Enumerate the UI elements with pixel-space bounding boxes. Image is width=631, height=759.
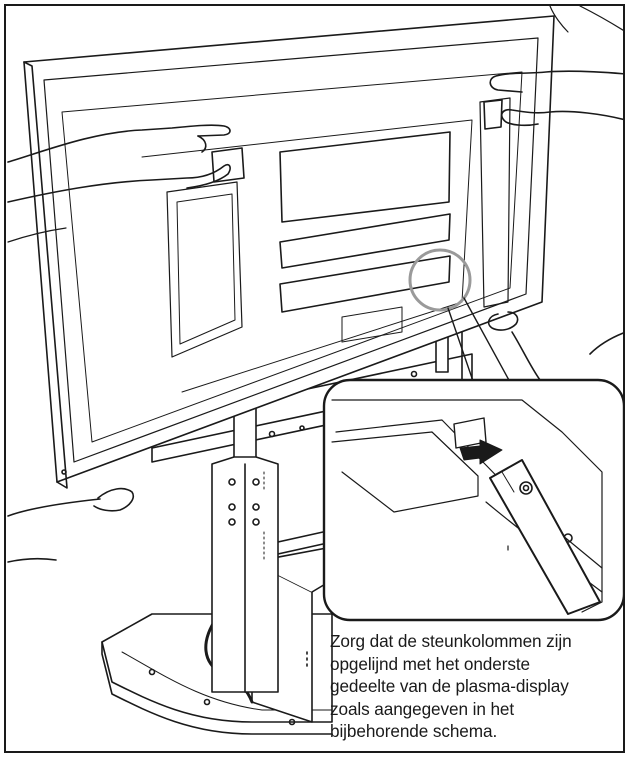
caption-line-3: gedeelte van de plasma-display [330,676,569,696]
push-direction-arrow [459,439,503,465]
caption-line-2: opgelijnd met het onderste [330,653,530,674]
caption-line-5: bijbehorende schema. [330,721,498,741]
left-person [7,124,231,563]
zoom-inset [322,378,623,622]
left-support-column [211,401,279,693]
caption-line-1: Zorg dat de steunkolommen zijn [330,631,572,651]
installation-illustration [7,6,623,735]
plasma-display-back [23,15,555,489]
right-person [487,6,623,381]
instruction-caption: Zorg dat de steunkolommen zijn opgelijnd… [330,630,623,743]
illustration-frame: Zorg dat de steunkolommen zijn opgelijnd… [4,4,625,753]
highlight-circle [408,248,472,312]
caption-line-4: zoals aangegeven in het [330,698,515,719]
